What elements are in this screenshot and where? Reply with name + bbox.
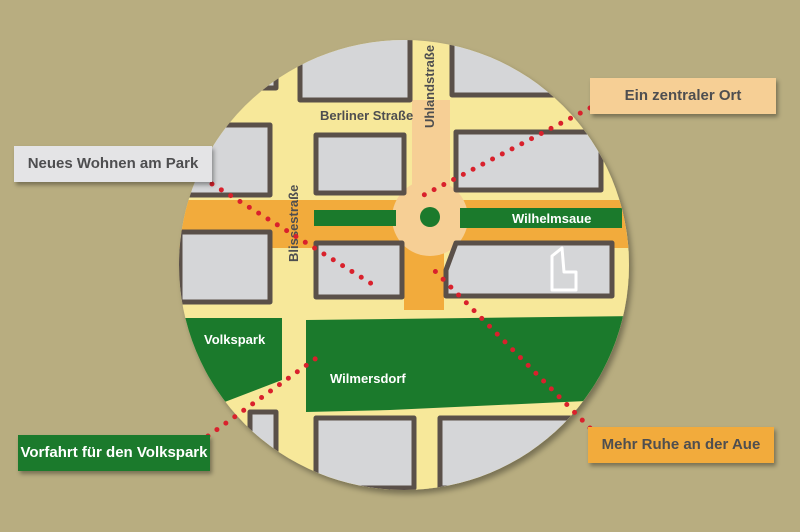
callout-volkspark: Vorfahrt für den Volkspark [18, 435, 210, 471]
wilhelmsaue-label: Wilhelmsaue [512, 211, 591, 226]
connector-lines [205, 105, 593, 439]
connector-volkspark [205, 351, 325, 439]
connector-neues-wohnen [209, 181, 375, 287]
blissestrasse-label: Blissestraße [286, 185, 301, 262]
callout-neues-wohnen: Neues Wohnen am Park [14, 146, 212, 182]
berliner-strasse-label: Berliner Straße [320, 108, 413, 123]
wilhelmsaue-park-left [314, 210, 396, 226]
wilmersdorf-park [306, 316, 629, 412]
central-fountain [420, 207, 440, 227]
uhlandstrasse-label: Uhlandstraße [422, 45, 437, 128]
wilhelmsaue-park-right [460, 208, 622, 228]
connector-zentraler-ort [419, 105, 593, 199]
volkspark-label: Volkspark [204, 332, 266, 347]
callout-zentraler-ort: Ein zentraler Ort [590, 78, 776, 114]
callout-ruhe-aue: Mehr Ruhe an der Aue [588, 427, 774, 463]
wilmersdorf-label: Wilmersdorf [330, 371, 406, 386]
church-icon [550, 246, 578, 292]
central-square-upper [412, 100, 450, 210]
